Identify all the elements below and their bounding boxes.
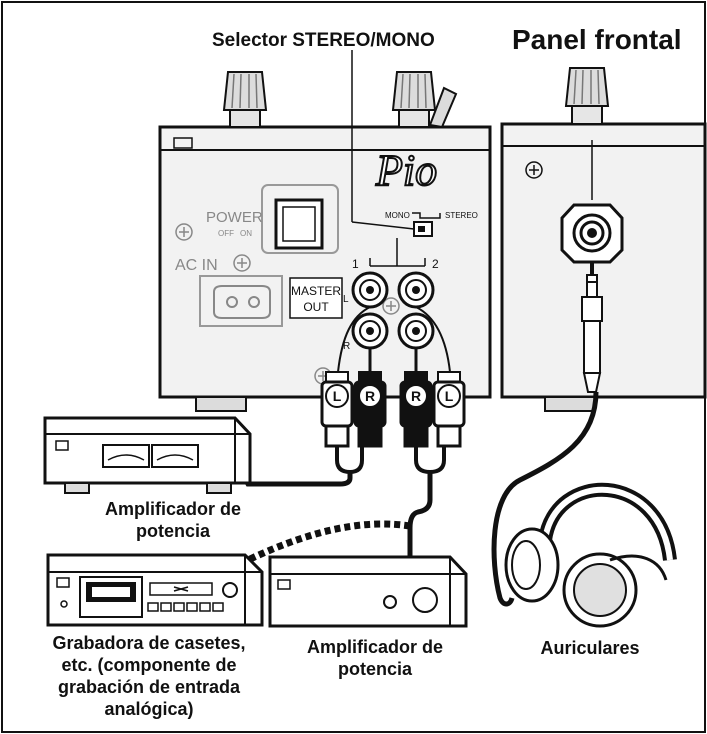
rear-panel: Pio POWER OFF ON AC	[158, 50, 492, 412]
caption-line: analógica)	[104, 699, 194, 719]
rca-plug-right-r	[399, 348, 433, 448]
jack-2-label: 2	[432, 257, 439, 271]
cables	[237, 391, 599, 607]
jack-1-label: 1	[352, 257, 359, 271]
ac-in-label: AC IN	[175, 257, 218, 274]
headphone-plug	[581, 262, 603, 393]
caption-headphones: Auriculares	[540, 638, 640, 658]
ac-inlet	[199, 275, 283, 327]
caption-line: Amplificador de	[104, 499, 242, 519]
rca-jack-1l	[351, 271, 389, 309]
channel-r-label: R	[343, 341, 350, 352]
plug-r-letter: R	[365, 388, 375, 404]
screw-icon	[525, 161, 543, 179]
screw-icon	[175, 223, 193, 241]
front-knob	[564, 67, 610, 125]
screw-icon	[382, 297, 400, 315]
headphone-jack	[560, 203, 624, 264]
power-amplifier-top	[43, 416, 252, 494]
rca-plug-right-l	[415, 306, 466, 448]
rca-plug-left-r	[353, 348, 387, 448]
rca-plug-left-l	[320, 306, 371, 448]
caption-line: Amplificador de	[306, 637, 444, 657]
caption-line: potencia	[135, 521, 210, 541]
top-knob-left	[222, 71, 268, 128]
master-out-label-line1: MASTER	[291, 284, 341, 298]
channel-l-label: L	[343, 294, 349, 305]
cassette-recorder	[46, 553, 264, 627]
plug-r-letter: R	[411, 388, 421, 404]
power-label: POWER	[206, 209, 263, 226]
master-out-box	[289, 277, 343, 319]
rca-jack-2r	[397, 312, 435, 350]
caption-line: Grabadora de casetes,	[52, 633, 246, 653]
screw-icon	[233, 254, 251, 272]
power-amplifier-bottom	[268, 555, 468, 628]
master-out-label-line2: OUT	[303, 300, 329, 314]
rca-jack-1r	[351, 312, 389, 350]
front-panel-title: Panel frontal	[512, 24, 682, 55]
caption-cassette-recorder: Grabadora de casetes, etc. (componente d…	[18, 632, 280, 720]
plug-l-letter: L	[445, 388, 454, 404]
caption-line: grabación de entrada	[57, 677, 241, 697]
mono-label: MONO	[385, 211, 410, 220]
caption-power-amplifier-top: Amplificador de potencia	[58, 498, 288, 542]
caption-line: etc. (componente de	[61, 655, 237, 675]
caption-power-amplifier-bottom: Amplificador de potencia	[275, 636, 475, 680]
stereo-label: STEREO	[445, 211, 478, 220]
power-on-label: ON	[240, 229, 252, 238]
power-switch	[261, 184, 339, 254]
top-knob-right	[391, 71, 458, 129]
plug-l-letter: L	[333, 388, 342, 404]
power-off-label: OFF	[218, 229, 234, 238]
headphones-icon	[504, 482, 677, 628]
rca-jack-2l	[397, 271, 435, 309]
brand-logo: Pio	[375, 146, 437, 195]
selector-title: Selector STEREO/MONO	[212, 30, 435, 51]
caption-line: potencia	[337, 659, 412, 679]
front-panel	[500, 67, 707, 412]
